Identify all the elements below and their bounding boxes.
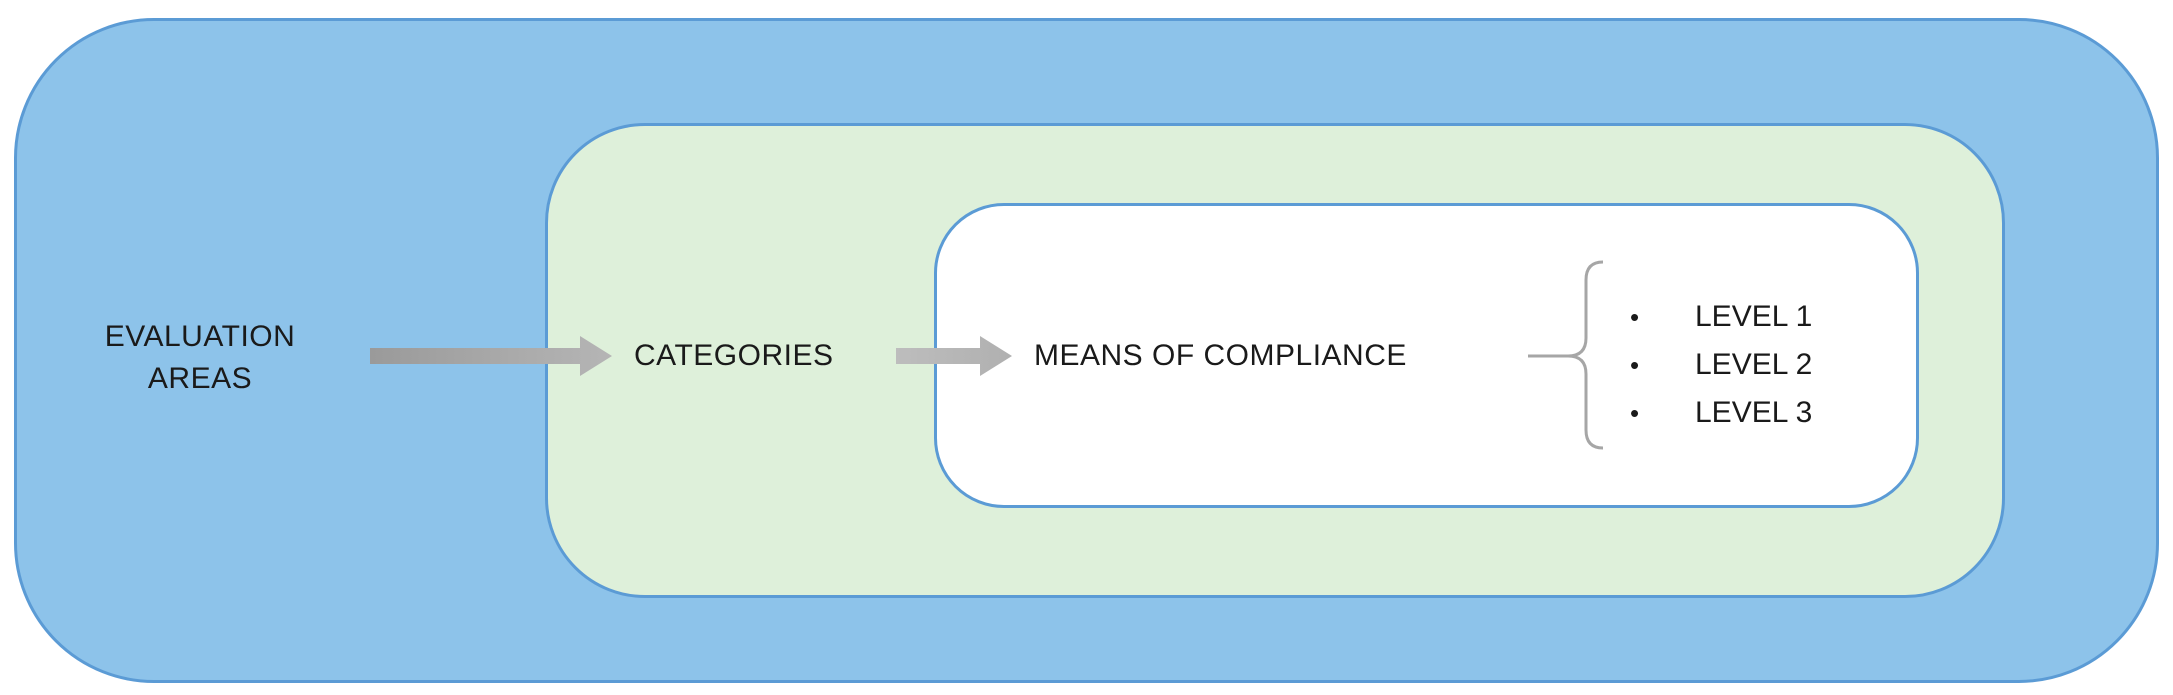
- bullet-icon: •: [1630, 398, 1640, 428]
- means-of-compliance-box: [934, 203, 1919, 508]
- bullet-icon: •: [1630, 302, 1640, 332]
- categories-label: CATEGORIES: [634, 339, 834, 372]
- levels-list: • LEVEL 1 • LEVEL 2 • LEVEL 3: [1630, 293, 1812, 437]
- level-item-1: • LEVEL 1: [1630, 293, 1812, 341]
- means-of-compliance-label: MEANS OF COMPLIANCE: [1034, 339, 1407, 372]
- level-label: LEVEL 2: [1695, 348, 1813, 381]
- bullet-icon: •: [1630, 350, 1640, 380]
- evaluation-areas-label: EVALUATION AREAS: [104, 320, 296, 395]
- level-label: LEVEL 1: [1695, 300, 1813, 333]
- level-item-2: • LEVEL 2: [1630, 341, 1812, 389]
- level-label: LEVEL 3: [1695, 396, 1813, 429]
- level-item-3: • LEVEL 3: [1630, 389, 1812, 437]
